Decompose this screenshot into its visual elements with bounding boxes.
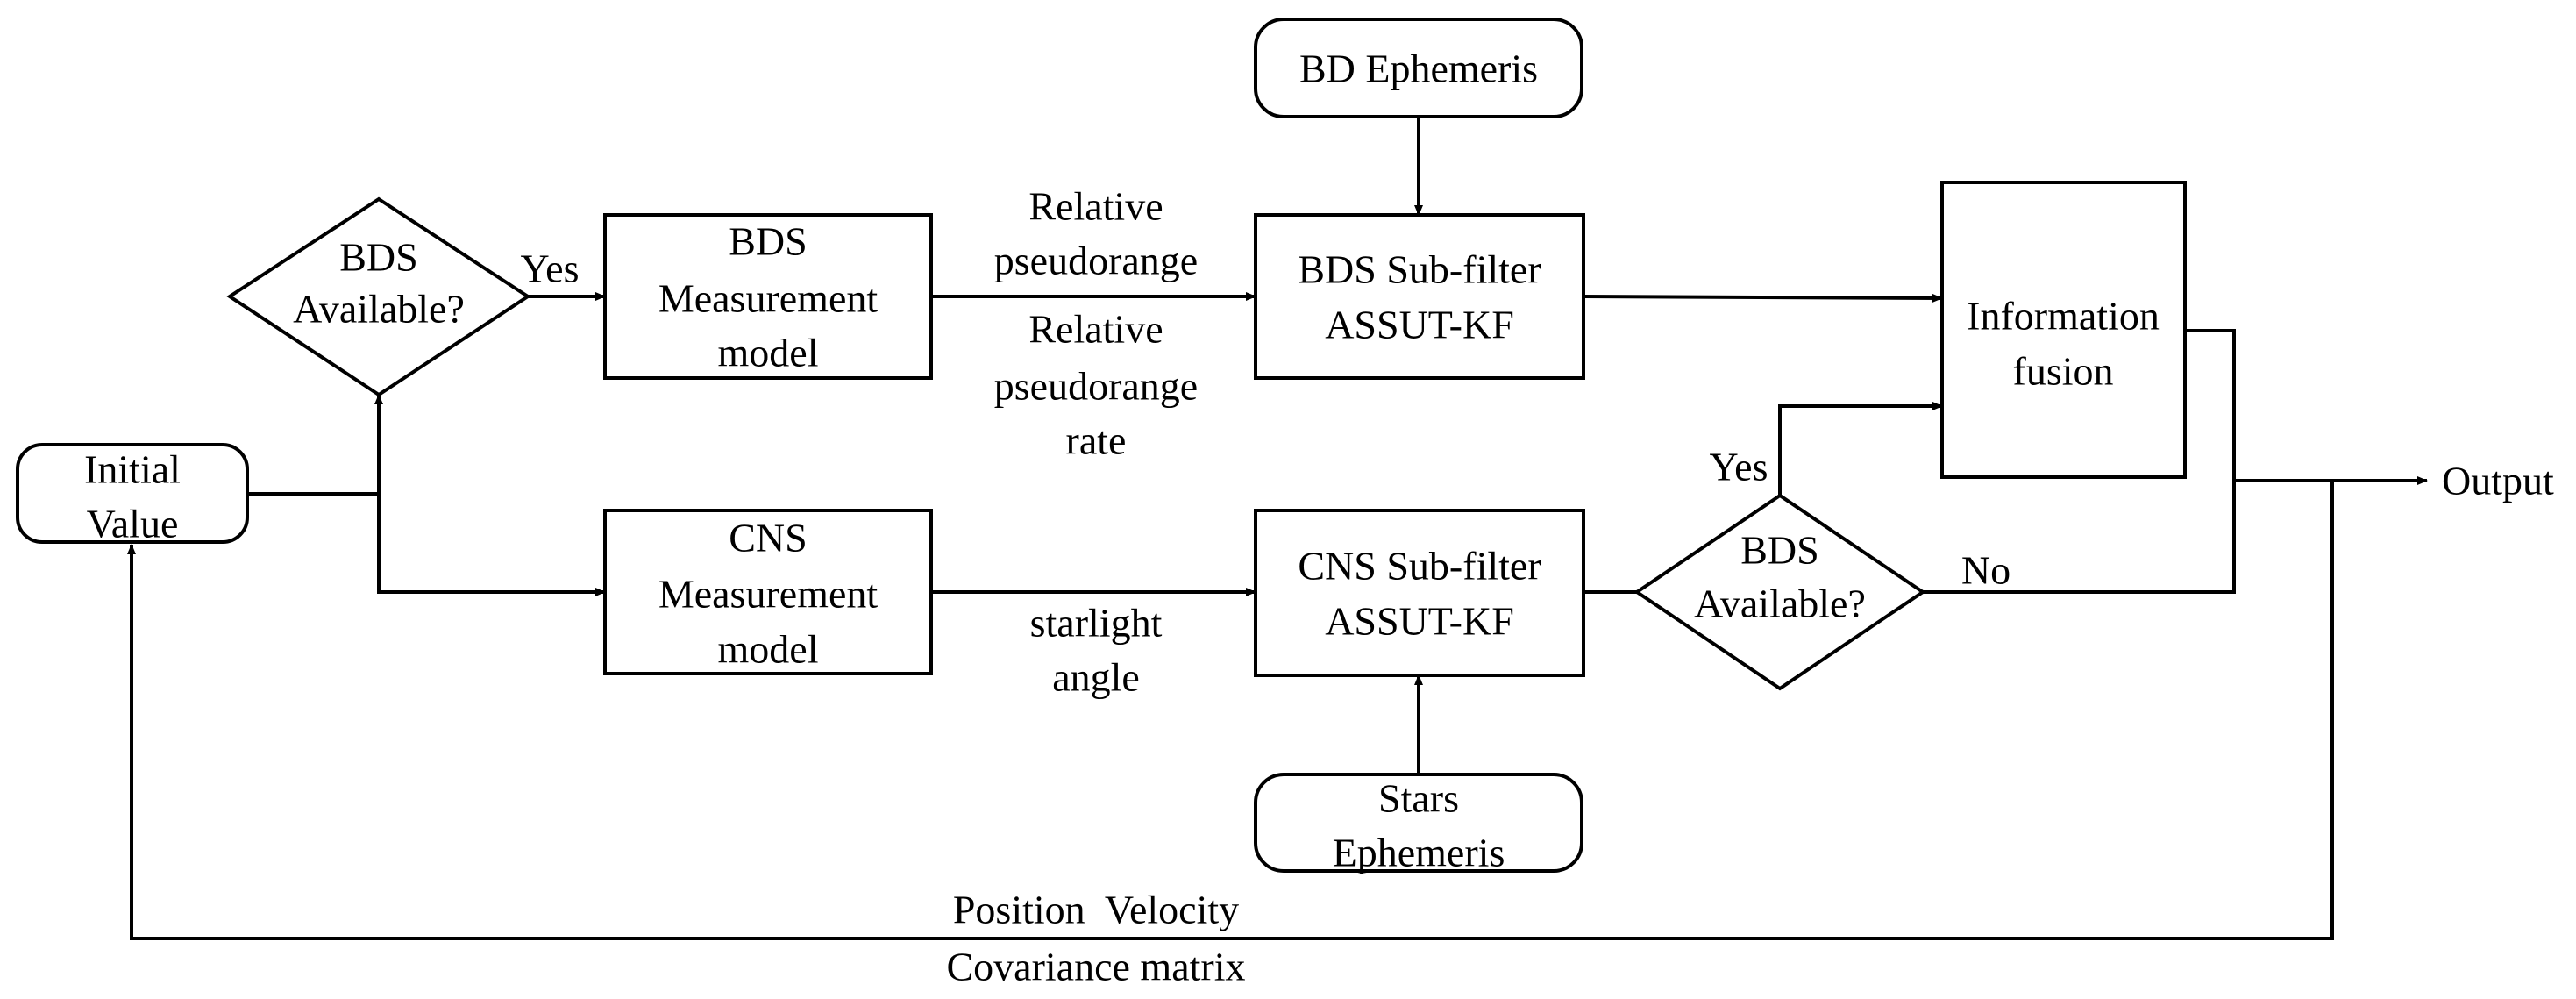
- cns-measurement-label-line3: model: [718, 627, 819, 672]
- feedback-covariance-label: Covariance matrix: [946, 945, 1245, 989]
- initial-value-label-line1: Initial: [84, 447, 181, 492]
- relative-pseudorange-rate-label-line1: Relative: [1028, 307, 1163, 352]
- node-bd-ephemeris: BD Ephemeris: [1254, 18, 1583, 118]
- relative-pseudorange-rate-label-line2: pseudorange: [994, 364, 1198, 409]
- relative-pseudorange-label-line1: Relative: [1028, 184, 1163, 229]
- edge-junction-to-cns-measurement: [377, 494, 606, 596]
- bd-ephemeris-label: BD Ephemeris: [1299, 46, 1538, 91]
- cns-subfilter-label-line1: CNS Sub-filter: [1298, 544, 1541, 589]
- node-stars-ephemeris: Stars Ephemeris: [1254, 773, 1583, 875]
- node-bds-subfilter: BDS Sub-filter ASSUT-KF: [1254, 213, 1585, 380]
- edge-fusion-to-output: [2185, 329, 2236, 481]
- bds-available-top-label-line2: Available?: [293, 287, 465, 332]
- node-bds-measurement-model: BDS Measurement model: [603, 213, 933, 380]
- stars-ephemeris-label-line1: Stars: [1378, 776, 1459, 821]
- cns-measurement-label-line2: Measurement: [658, 572, 879, 617]
- no-label-bottom: No: [1961, 548, 2010, 593]
- node-initial-value: Initial Value: [16, 443, 249, 546]
- cns-subfilter-label-line2: ASSUT-KF: [1325, 599, 1514, 644]
- node-cns-subfilter: CNS Sub-filter ASSUT-KF: [1254, 509, 1585, 677]
- starlight-angle-label-line2: angle: [1052, 655, 1140, 700]
- information-fusion-label-line2: fusion: [2013, 349, 2114, 394]
- bds-available-bottom-label-line1: BDS: [1740, 528, 1818, 573]
- stars-ephemeris-label-line2: Ephemeris: [1333, 831, 1505, 875]
- edge-bds-subfilter-to-fusion: [1583, 293, 1943, 303]
- output-label: Output: [2442, 459, 2554, 503]
- bds-subfilter-label-line2: ASSUT-KF: [1325, 303, 1514, 347]
- relative-pseudorange-label-line2: pseudorange: [994, 239, 1198, 283]
- edge-feedback-loop: [127, 481, 2334, 940]
- bds-available-bottom-label-line2: Available?: [1694, 582, 1866, 626]
- bds-subfilter-label-line1: BDS Sub-filter: [1298, 247, 1541, 292]
- initial-value-label-line2: Value: [87, 502, 179, 546]
- node-bds-available-bottom: BDS Available?: [1633, 493, 1926, 691]
- node-cns-measurement-model: CNS Measurement model: [603, 509, 933, 675]
- bds-measurement-label-line1: BDS: [729, 219, 807, 264]
- relative-pseudorange-rate-label-line3: rate: [1066, 418, 1127, 463]
- bds-measurement-label-line3: model: [718, 331, 819, 375]
- edge-bottom-diamond-yes-to-fusion: [1778, 402, 1943, 496]
- node-bds-available-top: BDS Available?: [226, 196, 531, 397]
- yes-label-bottom: Yes: [1710, 445, 1768, 489]
- yes-label-top: Yes: [521, 246, 580, 291]
- bds-available-top-label-line1: BDS: [339, 235, 417, 280]
- starlight-angle-label-line1: starlight: [1030, 601, 1163, 646]
- edge-bottom-diamond-no-to-output: [1923, 481, 2236, 594]
- node-information-fusion: Information fusion: [1940, 181, 2187, 479]
- information-fusion-label-line1: Information: [1967, 294, 2160, 339]
- cns-measurement-label-line1: CNS: [729, 516, 807, 560]
- bds-measurement-label-line2: Measurement: [658, 276, 879, 321]
- feedback-position-velocity-label: Position Velocity: [953, 888, 1239, 932]
